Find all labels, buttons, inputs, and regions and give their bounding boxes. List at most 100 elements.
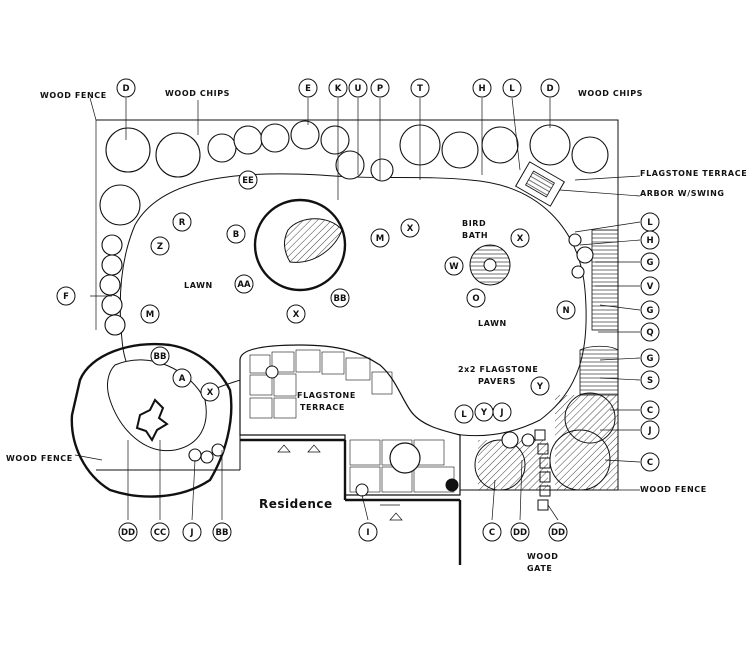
label-flagstone-terrace-right: FLAGSTONE TERRACE — [640, 169, 747, 178]
label-bird: BIRD — [462, 219, 486, 228]
label-pavers-line2: PAVERS — [478, 377, 516, 386]
callout-right-g: G — [640, 252, 660, 272]
callout-right-q: Q — [640, 322, 660, 342]
residence — [240, 438, 462, 565]
callout-circle — [140, 304, 160, 324]
callout-interior-bb: BB — [330, 288, 350, 308]
callout-circle — [172, 212, 192, 232]
label-terrace-line1: FLAGSTONE — [297, 391, 356, 400]
callout-bottom-bb: BB — [212, 522, 232, 542]
callout-circle — [212, 522, 232, 542]
callout-code: G — [647, 258, 654, 268]
label-pavers-line1: 2x2 FLAGSTONE — [458, 365, 538, 374]
callout-circle — [640, 420, 660, 440]
label-bath: BATH — [462, 231, 488, 240]
callout-code: BB — [216, 528, 229, 538]
callout-code: F — [63, 292, 69, 302]
label-terrace-line2: TERRACE — [300, 403, 345, 412]
callout-code: C — [647, 458, 653, 468]
callout-circle — [640, 400, 660, 420]
left-shrubs — [99, 234, 126, 336]
callout-circle — [348, 78, 368, 98]
callout-right-v: V — [640, 276, 660, 296]
callout-code: X — [293, 310, 300, 320]
leader-lines — [74, 97, 641, 521]
callout-circle — [482, 522, 502, 542]
callout-interior-x: X — [510, 228, 530, 248]
callout-circle — [640, 230, 660, 250]
callout-circle — [56, 286, 76, 306]
callout-circle — [640, 252, 660, 272]
callout-circle — [510, 228, 530, 248]
callout-interior-ee: EE — [238, 170, 258, 190]
callout-interior-y: Y — [474, 402, 494, 422]
callout-right-c: C — [640, 400, 660, 420]
callout-code: I — [366, 528, 369, 538]
callout-top-k: K — [328, 78, 348, 98]
callout-top-h: H — [472, 78, 492, 98]
callout-interior-y: Y — [530, 376, 550, 396]
callout-code: DD — [513, 528, 527, 538]
callout-circle — [370, 78, 390, 98]
callout-code: J — [189, 528, 193, 538]
callout-interior-x: X — [200, 382, 220, 402]
callout-circle — [172, 368, 192, 388]
callout-code: W — [449, 262, 459, 272]
top-shrubs — [99, 120, 609, 226]
callout-circle — [510, 522, 530, 542]
callout-circle — [444, 256, 464, 276]
callout-code: T — [417, 84, 423, 94]
callout-interior-b: B — [226, 224, 246, 244]
callout-code: CC — [154, 528, 166, 538]
callout-circle — [454, 404, 474, 424]
callout-code: AA — [237, 280, 251, 290]
callout-code: C — [489, 528, 495, 538]
callout-code: EE — [242, 176, 254, 186]
callout-interior-x: X — [400, 218, 420, 238]
callout-circle — [540, 78, 560, 98]
callout-top-l: L — [502, 78, 522, 98]
callout-circle — [238, 170, 258, 190]
callout-circle — [118, 522, 138, 542]
label-wood-fence-top: WOOD FENCE — [40, 91, 107, 100]
callout-circle — [200, 382, 220, 402]
callout-circle — [330, 288, 350, 308]
callout-right-h: H — [640, 230, 660, 250]
callout-code: BB — [334, 294, 347, 304]
callout-code: D — [546, 84, 553, 94]
callout-bottom-dd: DD — [548, 522, 568, 542]
callout-circle — [530, 376, 550, 396]
callout-circle — [640, 452, 660, 472]
callout-circle — [234, 274, 254, 294]
callout-circle — [556, 300, 576, 320]
callout-interior-a: A — [172, 368, 192, 388]
left-bottom-bed — [70, 342, 233, 498]
callout-circle — [640, 300, 660, 320]
callout-interior-z: Z — [150, 236, 170, 256]
callout-code: N — [562, 306, 569, 316]
callout-circle — [370, 228, 390, 248]
callout-code: J — [647, 426, 651, 436]
callout-top-e: E — [298, 78, 318, 98]
callout-circle — [150, 522, 170, 542]
bottom-right-bed — [549, 392, 618, 491]
bird-bath — [469, 244, 511, 286]
callout-interior-m: M — [370, 228, 390, 248]
callout-code: G — [647, 354, 654, 364]
callout-right-l: L — [640, 212, 660, 232]
callout-circle — [182, 522, 202, 542]
callout-top-p: P — [370, 78, 390, 98]
callout-code: L — [647, 218, 653, 228]
callout-bottom-j: J — [182, 522, 202, 542]
label-lawn-right: LAWN — [478, 319, 507, 328]
label-wood-chips-right: WOOD CHIPS — [578, 89, 643, 98]
label-wood-gate-line1: WOOD — [527, 552, 558, 561]
callout-circle — [226, 224, 246, 244]
callout-code: Z — [157, 242, 163, 252]
callout-circle — [640, 322, 660, 342]
callout-circle — [502, 78, 522, 98]
callout-circle — [358, 522, 378, 542]
callout-interior-l: L — [454, 404, 474, 424]
